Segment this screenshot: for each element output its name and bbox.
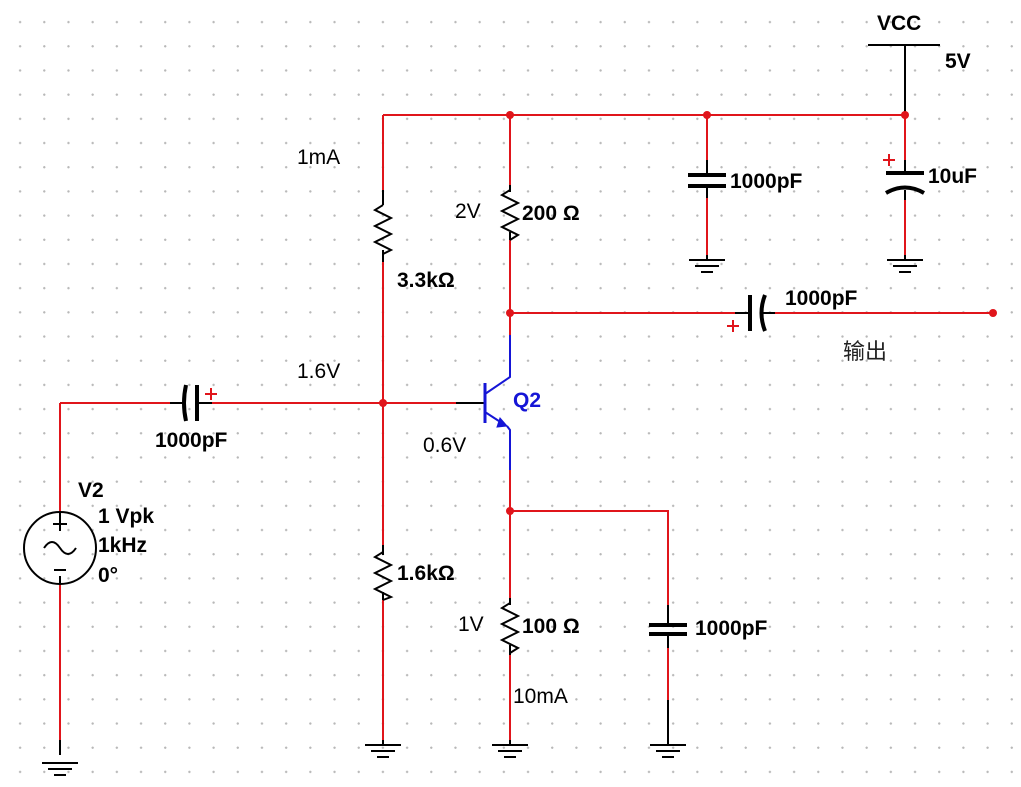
vcc-supply[interactable]: VCC 5V: [868, 12, 971, 115]
resistor-bias-bottom[interactable]: 1.6kΩ: [372, 551, 455, 601]
resistor-emitter[interactable]: 100 Ω: [499, 602, 580, 654]
annotation-bias-current: 1mA: [297, 146, 340, 169]
capacitor-supply-value: 10uF: [928, 165, 977, 188]
junction-nodes: [379, 111, 997, 515]
annotation-vbe: 0.6V: [423, 434, 466, 457]
vcc-voltage-label: 5V: [945, 50, 971, 73]
capacitor-input-value: 1000pF: [155, 429, 228, 452]
ground-icon: [492, 740, 528, 758]
component-leads: [59, 160, 906, 755]
capacitor-emitter-value: 1000pF: [695, 617, 768, 640]
transistor-q2[interactable]: Q2: [456, 335, 541, 470]
resistor-bias-top[interactable]: 3.3kΩ: [372, 204, 455, 292]
wire-emitter-cap-top: [510, 510, 669, 612]
source-frequency: 1kHz: [98, 534, 147, 557]
source-name: V2: [78, 479, 104, 502]
source-amplitude: 1 Vpk: [98, 505, 154, 528]
ground-icon: [365, 740, 401, 758]
transistor-q2-label: Q2: [513, 389, 541, 412]
ground-symbols: [42, 255, 923, 776]
resistor-emitter-value: 100 Ω: [522, 615, 580, 638]
resistor-collector-value: 200 Ω: [522, 202, 580, 225]
annotation-emitter-current: 10mA: [513, 685, 568, 708]
capacitor-output[interactable]: 1000pF: [727, 287, 858, 332]
resistor-collector[interactable]: 200 Ω: [499, 189, 580, 241]
capacitor-supply[interactable]: 10uF: [883, 154, 977, 195]
annotation-output: 输出: [843, 340, 887, 365]
capacitor-output-value: 1000pF: [785, 287, 858, 310]
capacitor-emitter[interactable]: 1000pF: [649, 617, 768, 640]
annotation-collector-drop: 2V: [455, 200, 481, 223]
resistor-bias-top-value: 3.3kΩ: [397, 269, 455, 292]
capacitor-top-bypass[interactable]: 1000pF: [688, 170, 803, 193]
ground-icon: [42, 762, 78, 776]
output-terminal: [989, 309, 997, 317]
capacitor-input[interactable]: 1000pF: [155, 384, 228, 452]
capacitor-top-bypass-value: 1000pF: [730, 170, 803, 193]
vcc-label: VCC: [877, 12, 921, 35]
source-phase: 0°: [98, 564, 118, 587]
annotation-base-voltage: 1.6V: [297, 360, 340, 383]
annotations: 1mA 1.6V 2V 0.6V 1V 10mA 输出: [297, 146, 887, 708]
resistor-bias-bottom-value: 1.6kΩ: [397, 562, 455, 585]
ground-icon: [887, 255, 923, 273]
annotation-emitter-drop: 1V: [458, 613, 484, 636]
ground-icon: [650, 740, 686, 758]
ground-icon: [689, 255, 725, 273]
ac-source-v2[interactable]: V2 1 Vpk 1kHz 0°: [23, 479, 154, 587]
